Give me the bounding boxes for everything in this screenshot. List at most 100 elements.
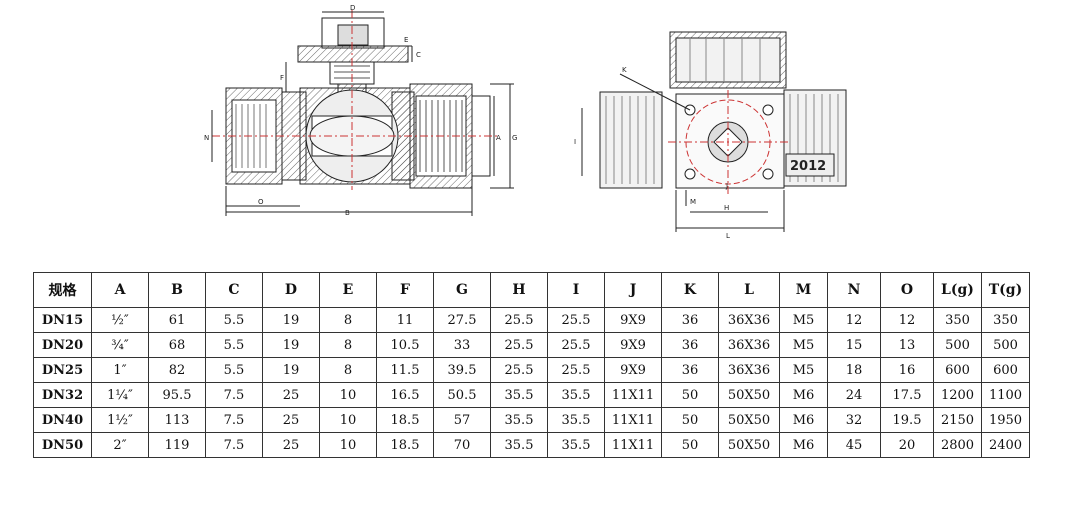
- table-cell: M6: [779, 432, 828, 458]
- table-cell: M6: [779, 382, 828, 408]
- table-cell: 500: [981, 332, 1030, 358]
- table-cell: M6: [779, 407, 828, 433]
- header-cell: A: [91, 272, 149, 308]
- table-cell: 11: [376, 307, 434, 333]
- table-cell: 11.5: [376, 357, 434, 383]
- header-cell: K: [661, 272, 719, 308]
- table-cell: 36X36: [718, 332, 780, 358]
- table-cell: 9X9: [604, 332, 662, 358]
- table-cell: 2800: [933, 432, 982, 458]
- header-cell: L(g): [933, 272, 982, 308]
- dim-label-a: A: [496, 134, 501, 142]
- spec-table: 规格 A B C D E F G H I J K L M N O L(g) T(…: [33, 272, 1030, 458]
- dim-label-c: C: [416, 51, 421, 59]
- table-cell: 350: [933, 307, 982, 333]
- table-cell: 35.5: [490, 382, 548, 408]
- table-cell: 11X11: [604, 382, 662, 408]
- table-cell: 10: [319, 432, 377, 458]
- size-cell: DN20: [33, 332, 92, 358]
- table-cell: 19: [262, 307, 320, 333]
- bolt-hole-4: [762, 168, 774, 180]
- table-cell: 8: [319, 357, 377, 383]
- table-cell: 45: [827, 432, 881, 458]
- header-cell: H: [490, 272, 548, 308]
- size-cell: DN25: [33, 357, 92, 383]
- table-cell: 25.5: [490, 307, 548, 333]
- table-cell: 82: [148, 357, 206, 383]
- table-cell: 35.5: [547, 382, 605, 408]
- section-view: [211, 10, 514, 216]
- header-cell: B: [148, 272, 206, 308]
- table-cell: 70: [433, 432, 491, 458]
- table-cell: 2150: [933, 407, 982, 433]
- dim-label-m: M: [690, 198, 696, 206]
- table-cell: 13: [880, 332, 934, 358]
- table-cell: 35.5: [490, 407, 548, 433]
- table-cell: 50: [661, 432, 719, 458]
- table-cell: 10: [319, 382, 377, 408]
- table-cell: 33: [433, 332, 491, 358]
- table-cell: 25.5: [490, 357, 548, 383]
- top-view: [581, 31, 847, 232]
- table-cell: 8: [319, 332, 377, 358]
- table-cell: 17.5: [880, 382, 934, 408]
- table-cell: 113: [148, 407, 206, 433]
- mount-flange: [297, 45, 409, 63]
- dim-label-o: O: [258, 198, 264, 206]
- table-cell: 2400: [981, 432, 1030, 458]
- table-cell: 25.5: [490, 332, 548, 358]
- table-cell: 36X36: [718, 357, 780, 383]
- table-cell: 24: [827, 382, 881, 408]
- table-cell: 18.5: [376, 407, 434, 433]
- dim-label-h: H: [724, 204, 729, 212]
- dim-label-i: I: [574, 138, 576, 146]
- table-cell: ½″: [91, 307, 149, 333]
- table-cell: 350: [981, 307, 1030, 333]
- table-cell: 11X11: [604, 407, 662, 433]
- table-cell: 500: [933, 332, 982, 358]
- table-cell: 61: [148, 307, 206, 333]
- dim-label-f: F: [280, 74, 284, 82]
- table-cell: 1100: [981, 382, 1030, 408]
- table-header-row: 规格 A B C D E F G H I J K L M N O L(g) T(…: [33, 272, 1030, 308]
- table-cell: 1¼″: [91, 382, 149, 408]
- header-cell: 规格: [33, 272, 92, 308]
- table-cell: 19: [262, 357, 320, 383]
- table-cell: 18.5: [376, 432, 434, 458]
- table-cell: 35.5: [547, 407, 605, 433]
- left-port: [599, 91, 663, 189]
- table-cell: 25: [262, 382, 320, 408]
- size-cell: DN40: [33, 407, 92, 433]
- table-cell: 25: [262, 407, 320, 433]
- table-cell: 7.5: [205, 432, 263, 458]
- header-cell: N: [827, 272, 881, 308]
- header-cell: T(g): [981, 272, 1030, 308]
- table-cell: M5: [779, 332, 828, 358]
- table-cell: 600: [933, 357, 982, 383]
- table-cell: 1½″: [91, 407, 149, 433]
- dim-label-d: D: [350, 4, 355, 12]
- table-cell: 1950: [981, 407, 1030, 433]
- table-cell: M5: [779, 307, 828, 333]
- size-cell: DN32: [33, 382, 92, 408]
- bolt-hole-3: [684, 168, 696, 180]
- table-cell: 5.5: [205, 307, 263, 333]
- dim-label-b: B: [345, 209, 350, 217]
- header-cell: G: [433, 272, 491, 308]
- table-cell: 36: [661, 357, 719, 383]
- table-cell: 15: [827, 332, 881, 358]
- table-cell: 16: [880, 357, 934, 383]
- table-cell: 50: [661, 382, 719, 408]
- table-cell: 57: [433, 407, 491, 433]
- table-cell: 1″: [91, 357, 149, 383]
- table-cell: 600: [981, 357, 1030, 383]
- table-cell: 8: [319, 307, 377, 333]
- table-cell: 39.5: [433, 357, 491, 383]
- header-cell: F: [376, 272, 434, 308]
- table-cell: 20: [880, 432, 934, 458]
- table-cell: 18: [827, 357, 881, 383]
